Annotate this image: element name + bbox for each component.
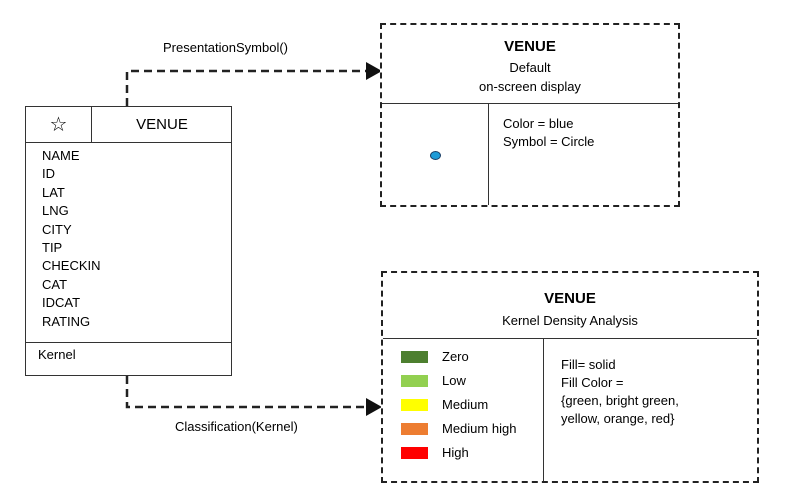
method-kernel: Kernel — [38, 347, 76, 362]
legend-label: Medium — [442, 397, 489, 412]
venue-class-box: ☆ VENUE NAME ID LAT LNG CITY TIP CHECKIN… — [25, 106, 232, 376]
kernel-display-props: Fill= solid Fill Color = {green, bright … — [561, 356, 679, 428]
kernel-display-column-divider — [543, 338, 544, 481]
circle-symbol-icon — [430, 151, 441, 160]
kernel-display-subtitle: Kernel Density Analysis — [502, 313, 638, 328]
prop-line: Fill= solid — [561, 357, 616, 372]
prop-line: {green, bright green, — [561, 393, 679, 408]
attribute-item: IDCAT — [42, 295, 81, 311]
prop-line: Fill Color = — [561, 375, 624, 390]
legend-swatch — [401, 423, 428, 435]
default-display-props: Color = blue Symbol = Circle — [503, 115, 594, 151]
star-icon: ☆ — [26, 107, 92, 142]
prop-line: yellow, orange, red} — [561, 411, 675, 426]
kernel-display-box: VENUE Kernel Density Analysis Zero Low M… — [381, 271, 759, 483]
attribute-item: RATING — [42, 313, 91, 329]
attribute-item: TIP — [42, 239, 63, 255]
class-header: ☆ VENUE — [26, 107, 231, 143]
classification-connector — [125, 376, 368, 409]
legend-swatch — [401, 447, 428, 459]
classification-label: Classification(Kernel) — [175, 419, 298, 434]
legend-label: Zero — [442, 349, 469, 364]
attribute-item: NAME — [42, 148, 80, 163]
attribute-item: LNG — [42, 203, 69, 219]
presentation-symbol-label: PresentationSymbol() — [163, 40, 288, 55]
default-display-subtitle-1: Default — [509, 60, 551, 75]
kernel-display-divider — [383, 338, 757, 339]
legend-label: Medium high — [442, 421, 517, 436]
default-display-divider — [382, 103, 678, 104]
attribute-item: CITY — [42, 221, 72, 237]
classification-arrowhead — [366, 398, 382, 416]
attribute-item: ID — [42, 166, 55, 182]
legend-label: Low — [442, 373, 466, 388]
legend-swatch — [401, 375, 428, 387]
prop-line: Symbol = Circle — [503, 134, 595, 149]
presentation-connector — [125, 69, 368, 106]
default-display-box: VENUE Default on-screen display Color = … — [380, 23, 680, 207]
default-display-column-divider — [488, 103, 489, 205]
prop-line: Color = blue — [503, 116, 574, 131]
default-display-subtitle-2: on-screen display — [479, 79, 581, 94]
attribute-item: CAT — [42, 276, 68, 292]
presentation-arrowhead — [366, 62, 382, 80]
legend-swatch — [401, 351, 428, 363]
attribute-item: LAT — [42, 184, 65, 200]
attribute-item: CHECKIN — [42, 258, 101, 274]
default-display-title: VENUE — [504, 38, 556, 55]
kernel-display-title: VENUE — [544, 290, 596, 307]
attribute-list: NAME ID LAT LNG CITY TIP CHECKIN CAT IDC… — [42, 147, 101, 331]
legend-label: High — [442, 445, 469, 460]
method-divider — [26, 342, 231, 343]
legend-swatch — [401, 399, 428, 411]
class-name: VENUE — [136, 116, 188, 133]
